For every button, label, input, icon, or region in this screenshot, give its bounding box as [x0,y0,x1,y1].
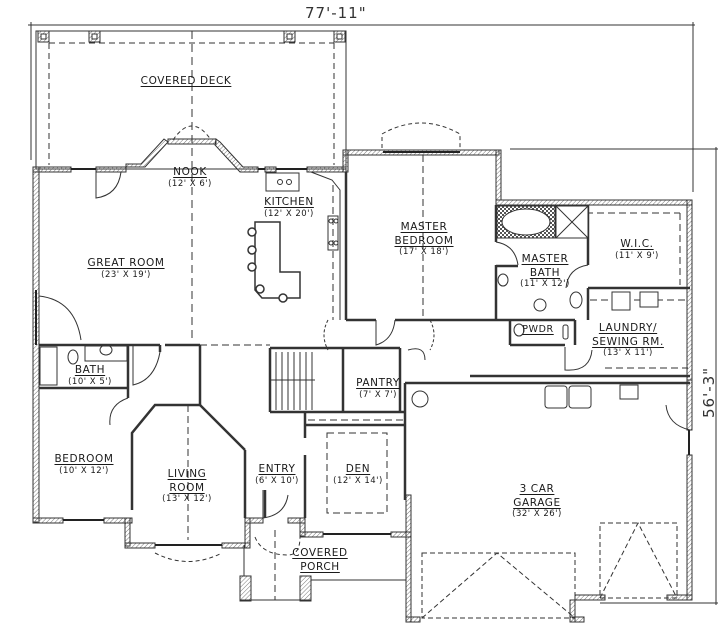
room-label-master-bedroom: MASTER BEDROOM (17' X 18') [394,222,453,257]
garage-doors [421,521,678,619]
room-size: (12' X 20') [264,208,314,219]
room-name-line2: PORCH [300,560,340,573]
room-name: COVERED DECK [140,75,232,87]
overall-depth-label: 56'-3" [700,366,718,418]
room-label-garage: 3 CAR GARAGE (32' X 26') [512,484,562,519]
room-name: W.I.C. [620,238,654,250]
room-label-pantry: PANTRY (7' X 7') [356,378,400,399]
room-label-entry: ENTRY (6' X 10') [255,464,299,485]
room-name-line1: COVERED [292,547,348,559]
deck-posts [37,30,346,43]
room-name-line2: BATH [529,266,561,279]
room-name: DEN [345,463,371,475]
room-size: (10' X 12') [59,465,109,476]
room-name-line2: ROOM [169,481,205,494]
room-label-covered-porch: COVERED PORCH [292,548,347,572]
room-name-line1: 3 CAR [519,483,555,495]
bath-fixtures [39,344,128,386]
room-label-covered-deck: COVERED DECK [141,76,232,87]
kitchen-island [247,221,301,303]
dimension-lines [28,22,718,605]
master-bath-fixtures [496,205,589,312]
room-name: PANTRY [356,377,400,389]
room-size: (17' X 18') [399,247,449,257]
kitchen-counters [265,171,341,320]
room-name-line1: LIVING [167,468,207,480]
room-name: PWDR [522,324,554,335]
room-name: KITCHEN [264,196,314,208]
room-name-line1: LAUNDRY/ [598,322,658,334]
room-label-pwdr: PWDR [522,325,553,335]
bay-window-outlines [154,122,461,562]
staircase [270,352,315,410]
room-name-line1: MASTER [521,253,569,265]
room-size: (13' X 12') [162,494,212,504]
room-name-line2: GARAGE [513,496,561,509]
room-label-nook: NOOK (12' X 6') [168,167,212,188]
room-label-bath: BATH (10' X 5') [68,365,112,386]
room-size: (11' X 12') [520,279,570,289]
windows [35,151,690,546]
room-name: NOOK [173,166,207,178]
room-size: (11' X 9') [615,250,659,261]
room-size: (32' X 26') [512,509,562,519]
covered-deck-outline [35,30,347,340]
room-size: (6' X 10') [255,475,299,486]
laundry-fixtures [411,291,659,409]
room-size: (13' X 11') [603,348,653,358]
room-label-kitchen: KITCHEN (12' X 20') [264,197,314,218]
room-name: BEDROOM [54,453,114,465]
doors [38,171,691,519]
pwdr-fixtures [513,323,569,340]
room-name-line2: SEWING RM. [592,335,664,348]
room-label-laundry: LAUNDRY/ SEWING RM. (13' X 11') [592,323,664,358]
room-name-line2: BEDROOM [394,234,454,247]
room-size: (12' X 6') [168,178,212,189]
room-name: BATH [74,364,106,376]
room-label-wic: W.I.C. (11' X 9') [615,239,659,260]
room-size: (23' X 19') [101,269,151,280]
overall-width-label: 77'-11" [305,4,367,22]
room-label-master-bath: MASTER BATH (11' X 12') [520,254,570,289]
room-name-line1: MASTER [400,221,448,233]
room-label-living-room: LIVING ROOM (13' X 12') [162,469,212,504]
room-label-great-room: GREAT ROOM (23' X 19') [87,258,164,279]
room-size: (12' X 14') [333,475,383,486]
room-label-bedroom: BEDROOM (10' X 12') [54,454,113,475]
room-name: ENTRY [258,463,296,475]
interior-walls [39,172,690,518]
room-size: (10' X 5') [68,376,112,387]
room-size: (7' X 7') [359,389,397,400]
room-name: GREAT ROOM [87,257,165,269]
porch-posts [239,545,406,602]
room-label-den: DEN (12' X 14') [333,464,383,485]
